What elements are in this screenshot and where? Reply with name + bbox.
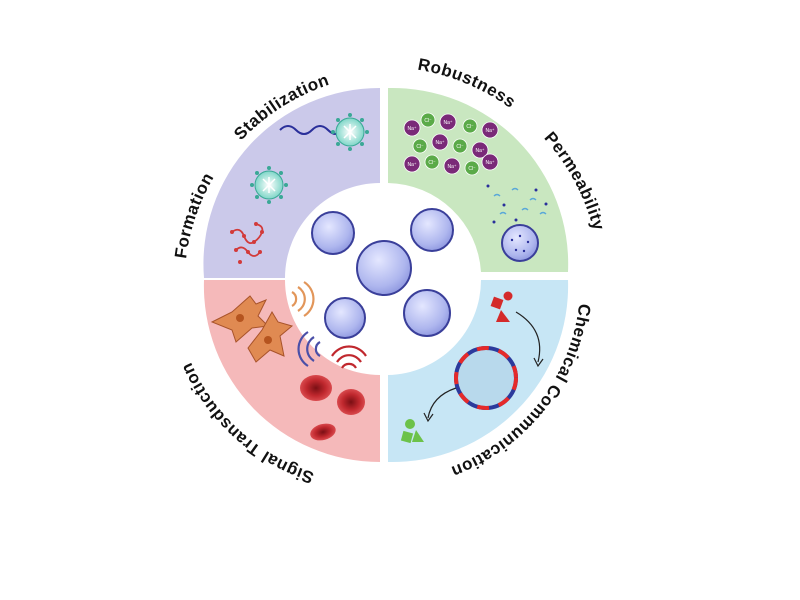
ion-label-chloride: Cl⁻ — [456, 144, 464, 150]
ion-label-sodium: Na⁺ — [485, 160, 494, 166]
molecule-icon — [490, 291, 513, 322]
chemical-communication-icons — [400, 291, 544, 444]
ion-icon: Na⁺ — [481, 153, 499, 171]
robustness-permeability-icons: Na⁺Cl⁻Na⁺Cl⁻Na⁺Cl⁻Na⁺Cl⁻Na⁺Na⁺Cl⁻Na⁺Cl⁻N… — [403, 112, 499, 176]
signal-wave-icon — [331, 345, 367, 369]
ion-label-sodium: Na⁺ — [435, 140, 444, 146]
nanoparticle-icon — [331, 113, 369, 151]
vesicle-icon — [324, 297, 366, 339]
ion-label-sodium: Na⁺ — [485, 128, 494, 134]
ion-label-chloride: Cl⁻ — [428, 160, 436, 166]
ion-icon: Na⁺ — [471, 141, 489, 159]
signal-wave-icon — [297, 331, 321, 367]
vesicle-icon — [356, 240, 412, 296]
ion-icon: Na⁺ — [439, 113, 457, 131]
central-vesicle-cluster — [311, 208, 454, 339]
ion-icon: Na⁺ — [403, 119, 421, 137]
ion-label-chloride: Cl⁻ — [466, 124, 474, 130]
red-blood-cell-icon — [310, 423, 336, 441]
ion-icon: Cl⁻ — [420, 112, 436, 128]
output-arrow — [427, 387, 457, 419]
ion-icon: Na⁺ — [431, 133, 449, 151]
ion-icon: Na⁺ — [443, 157, 461, 175]
permeability-vesicle — [486, 184, 548, 262]
vesicle-icon — [403, 289, 451, 337]
ion-label-sodium: Na⁺ — [443, 120, 452, 126]
molecule-icon — [400, 419, 424, 444]
vesicle-icon — [501, 224, 539, 262]
ion-label-chloride: Cl⁻ — [416, 144, 424, 150]
ion-icon: Cl⁻ — [412, 138, 428, 154]
signal-wave-icon — [291, 281, 315, 317]
ion-icon: Cl⁻ — [462, 118, 478, 134]
vesicle-icon — [410, 208, 454, 252]
red-blood-cell-icon — [337, 389, 365, 415]
ion-label-sodium: Na⁺ — [447, 164, 456, 170]
ion-icon: Cl⁻ — [424, 154, 440, 170]
permeating-molecules — [493, 187, 547, 215]
ion-label-sodium: Na⁺ — [407, 162, 416, 168]
ion-icon: Na⁺ — [403, 155, 421, 173]
dna-strand-icon — [230, 222, 264, 264]
formation-stabilization-icons — [230, 113, 369, 264]
signal-transduction-icons — [210, 281, 367, 441]
ion-icon: Cl⁻ — [452, 138, 468, 154]
ion-label-sodium: Na⁺ — [407, 126, 416, 132]
quadrant-top-left-bg — [203, 87, 380, 279]
ion-icon: Cl⁻ — [464, 160, 480, 176]
nanoparticle-icon — [250, 166, 288, 204]
ion-label-chloride: Cl⁻ — [424, 118, 432, 124]
ion-icon: Na⁺ — [481, 121, 499, 139]
quadrant-formation-stabilization — [203, 87, 380, 279]
vesicle-icon — [454, 346, 518, 410]
input-arrow — [515, 311, 541, 363]
ion-label-chloride: Cl⁻ — [468, 166, 476, 172]
vesicle-icon — [311, 211, 355, 255]
red-blood-cell-icon — [300, 375, 332, 401]
ion-label-sodium: Na⁺ — [475, 148, 484, 154]
